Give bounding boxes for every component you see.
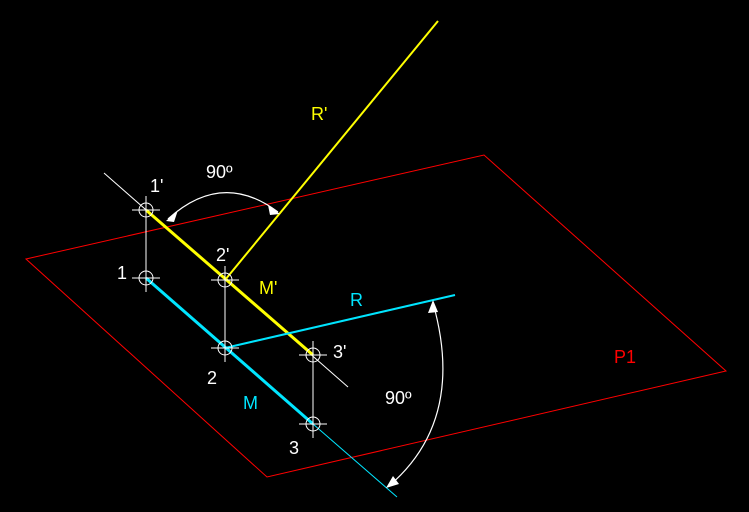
point-marker-2-prime: [211, 266, 239, 294]
line-r: [224, 294, 456, 349]
label-m-prime: M': [259, 278, 277, 298]
line-m: [145, 276, 314, 426]
angle-arrow-top-right: [268, 205, 280, 215]
construction-line-lower: [312, 423, 398, 498]
point-marker-3: [299, 410, 327, 438]
label-point-2-prime: 2': [216, 245, 229, 265]
point-marker-2: [211, 334, 239, 362]
point-marker-3-prime: [299, 341, 327, 369]
label-r: R: [350, 290, 363, 310]
label-angle-bottom: 90º: [385, 388, 412, 408]
label-angle-top: 90º: [206, 162, 233, 182]
line-m-prime: [145, 208, 314, 357]
plane-p1: [24, 154, 728, 478]
angle-arrow-bottom-top: [428, 300, 438, 313]
label-point-1: 1: [117, 263, 127, 283]
line-r-prime: [224, 20, 439, 281]
angle-arrow-top-left: [166, 210, 178, 222]
label-p1: P1: [614, 347, 636, 367]
label-m: M: [243, 393, 258, 413]
angle-arc-top: [167, 192, 279, 220]
point-marker-1: [132, 264, 160, 292]
label-point-3-prime: 3': [333, 342, 346, 362]
angle-arrow-bottom-bottom: [386, 476, 399, 488]
label-point-3: 3: [289, 438, 299, 458]
point-marker-1-prime: [132, 196, 160, 224]
label-point-1-prime: 1': [150, 176, 163, 196]
label-point-2: 2: [207, 368, 217, 388]
label-r-prime: R': [311, 104, 327, 124]
angle-arc-bottom: [388, 302, 444, 487]
